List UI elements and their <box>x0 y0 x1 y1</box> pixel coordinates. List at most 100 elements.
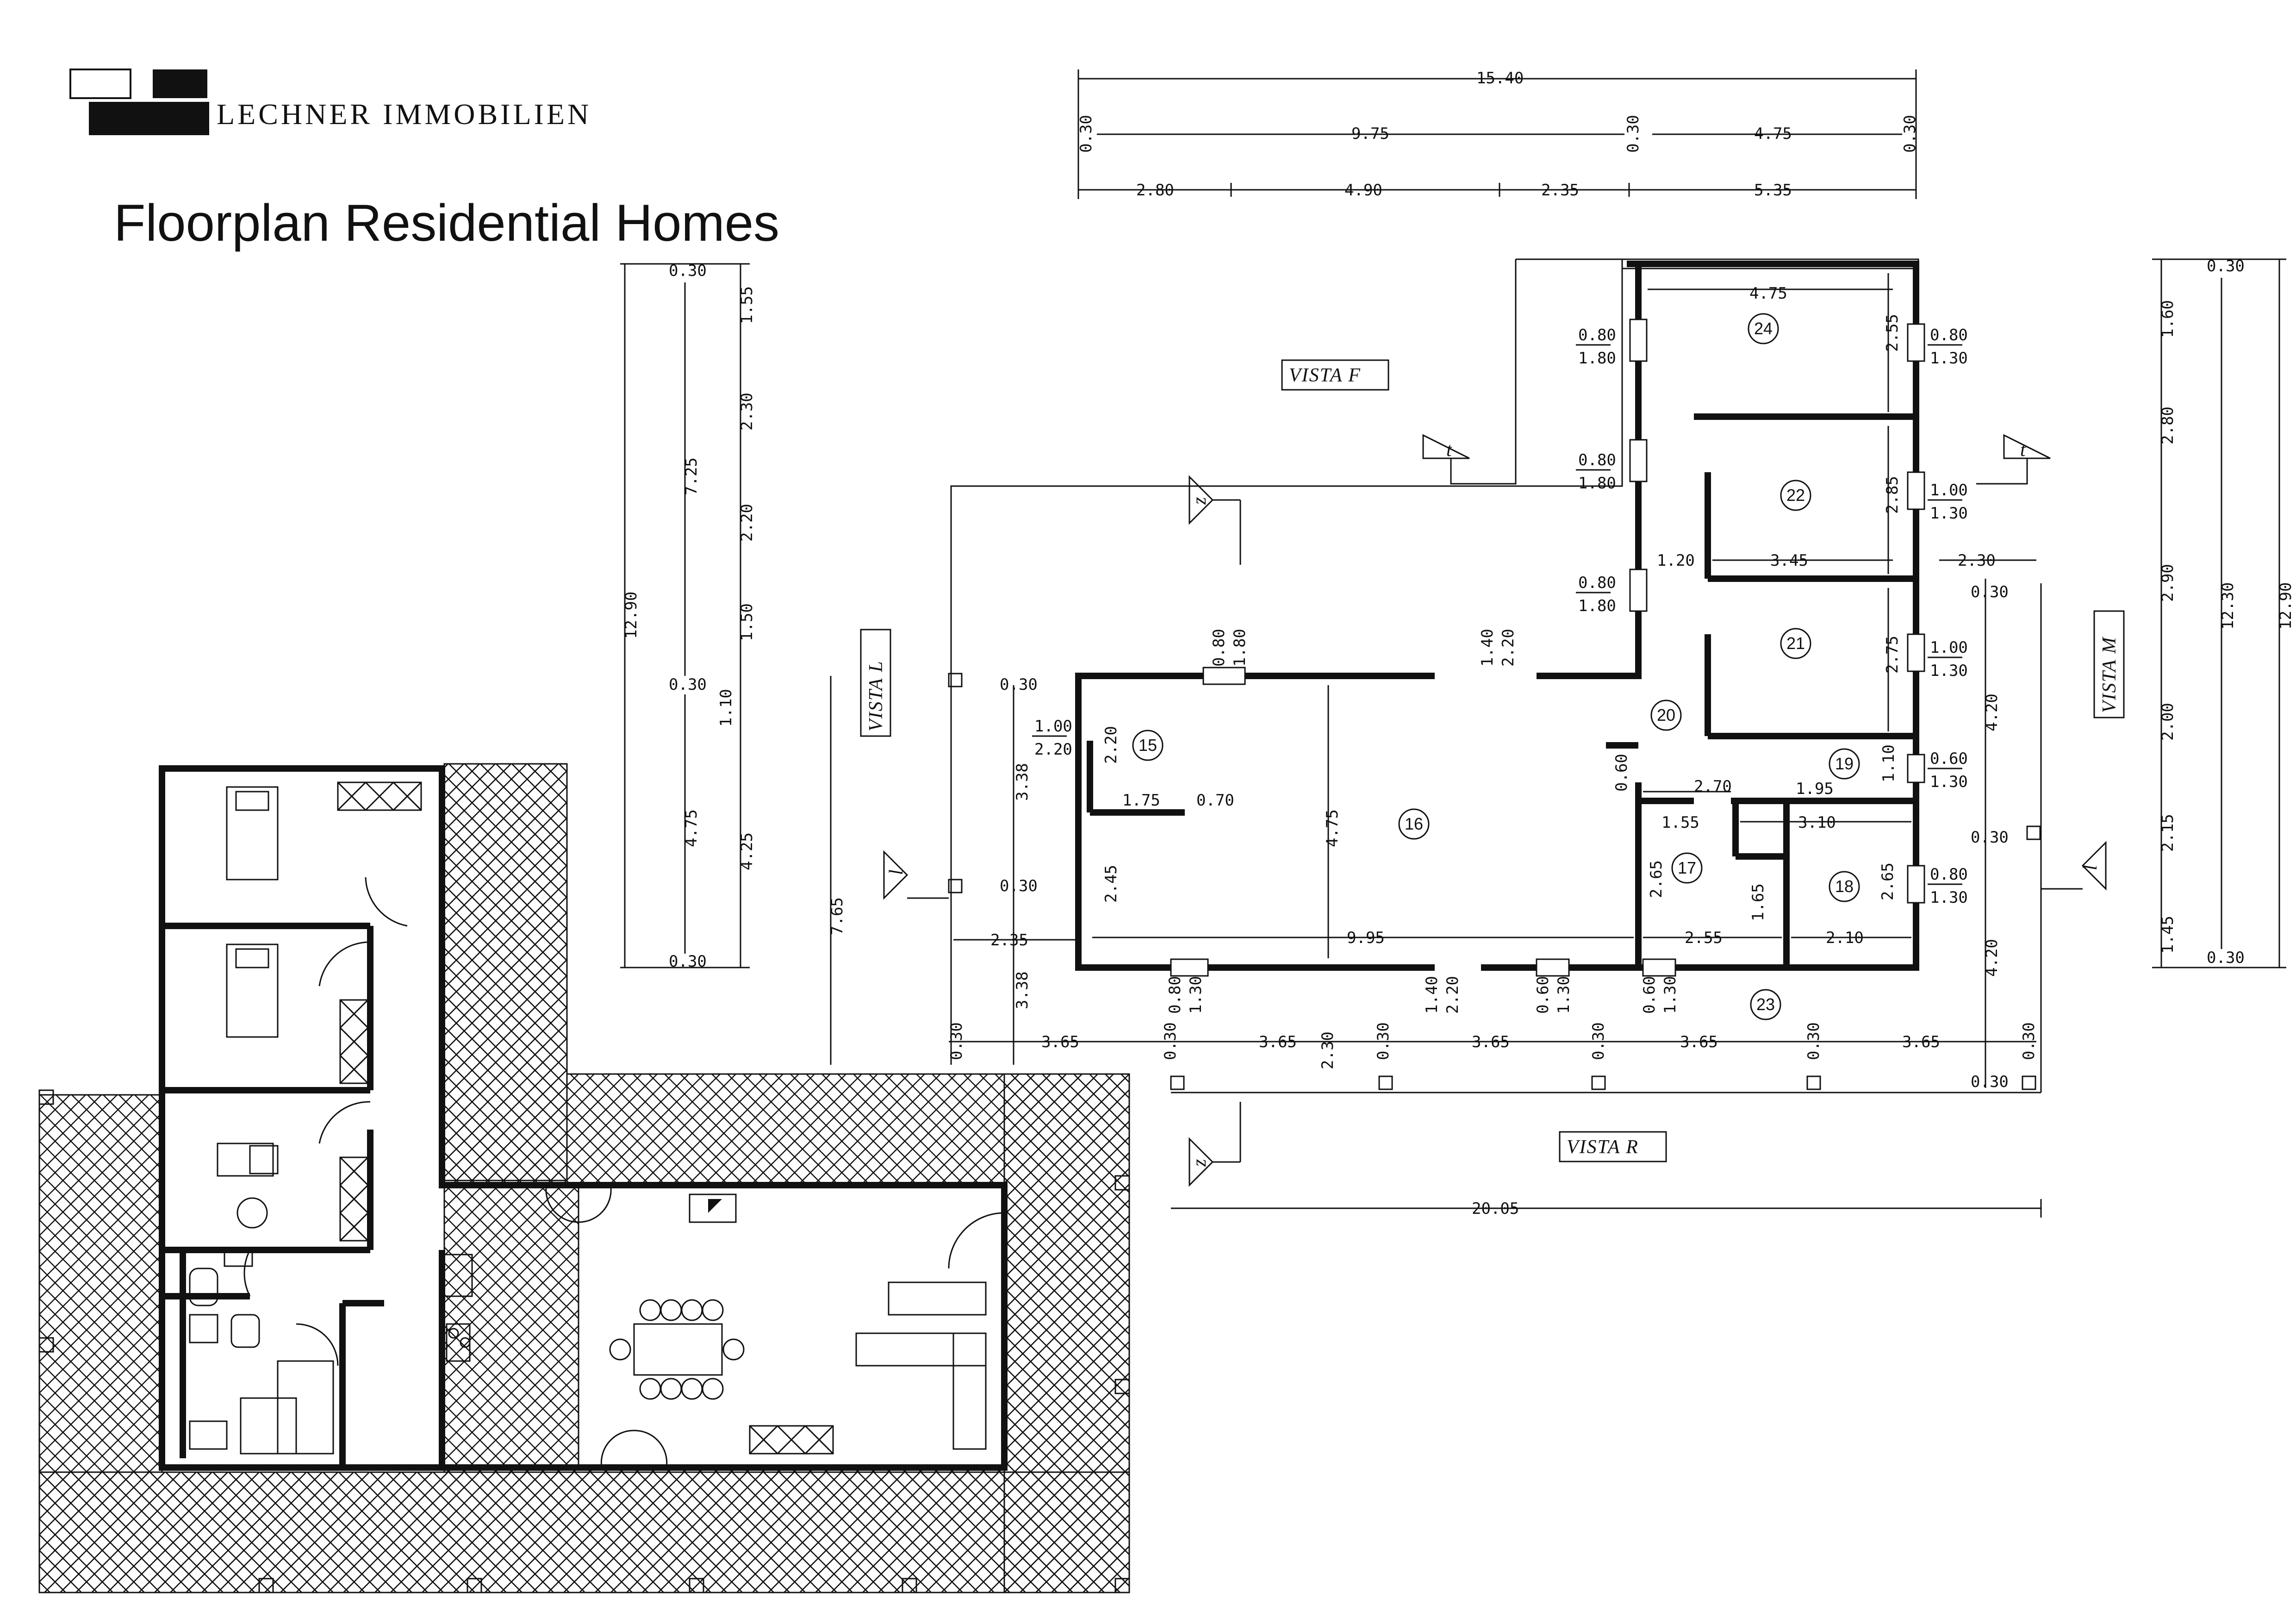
svg-text:4.75: 4.75 <box>1749 284 1787 303</box>
terrace-posts <box>38 1089 1130 1593</box>
svg-text:1.55: 1.55 <box>1661 813 1699 832</box>
svg-text:1.20: 1.20 <box>1657 551 1695 570</box>
svg-text:0.30: 0.30 <box>1971 583 2009 601</box>
svg-text:1.80: 1.80 <box>1578 349 1616 368</box>
svg-text:3.65: 3.65 <box>1041 1033 1079 1051</box>
svg-text:1.10: 1.10 <box>717 689 735 727</box>
vista-m-label: VISTA M <box>2099 637 2120 713</box>
svg-text:0.30: 0.30 <box>1000 877 1038 895</box>
room-17: 17 <box>1678 858 1696 877</box>
svg-text:4.20: 4.20 <box>1983 693 2001 731</box>
svg-text:1.30: 1.30 <box>1661 976 1680 1014</box>
page-title: Floorplan Residential Homes <box>114 194 779 252</box>
svg-text:z: z <box>1189 496 1210 505</box>
living-furniture <box>443 1193 987 1455</box>
opening-labels: 0.80 1.80 0.80 1.80 0.80 1.80 0.80 1.30 1.00… <box>1032 326 1968 1014</box>
svg-text:1.30: 1.30 <box>1930 662 1968 680</box>
svg-text:2.45: 2.45 <box>1102 865 1120 903</box>
svg-text:0.30: 0.30 <box>1901 115 1919 153</box>
bedroom-furniture <box>217 781 422 1242</box>
svg-text:0.30: 0.30 <box>2020 1022 2038 1060</box>
svg-text:3.65: 3.65 <box>1259 1033 1297 1051</box>
svg-text:0.30: 0.30 <box>1000 675 1038 694</box>
door-swings <box>243 877 1005 1468</box>
columns <box>948 583 2042 1093</box>
room-23: 24 <box>1754 319 1773 338</box>
top-dimension-chain: 15.40 9.75 4.75 0.30 0.30 0.30 2.80 4.90… <box>1077 69 1919 200</box>
svg-text:0.30: 0.30 <box>669 262 707 280</box>
svg-text:0.30: 0.30 <box>1161 1022 1180 1060</box>
svg-text:12.90: 12.90 <box>622 592 641 639</box>
svg-text:0.30: 0.30 <box>1589 1022 1608 1060</box>
svg-text:0.60: 0.60 <box>1612 754 1631 792</box>
room-24: 23 <box>1756 995 1775 1014</box>
svg-text:2.20: 2.20 <box>1102 726 1120 764</box>
svg-text:2.70: 2.70 <box>1694 777 1732 796</box>
svg-text:0.80: 0.80 <box>1166 976 1184 1014</box>
svg-text:4.75: 4.75 <box>682 809 701 847</box>
svg-text:3.65: 3.65 <box>1680 1033 1718 1051</box>
svg-text:0.60: 0.60 <box>1640 976 1659 1014</box>
svg-text:1.30: 1.30 <box>1555 976 1573 1014</box>
svg-text:1.60: 1.60 <box>2159 300 2177 338</box>
svg-text:1.40: 1.40 <box>1478 629 1497 667</box>
svg-text:1.10: 1.10 <box>1879 744 1898 782</box>
svg-text:2.30: 2.30 <box>1958 551 1996 570</box>
room-16: 16 <box>1405 814 1423 833</box>
svg-text:1.00: 1.00 <box>1930 481 1968 500</box>
svg-text:0.80: 0.80 <box>1578 574 1616 592</box>
svg-text:0.70: 0.70 <box>1196 791 1234 810</box>
svg-text:9.95: 9.95 <box>1347 929 1385 947</box>
svg-text:2.80: 2.80 <box>1136 181 1174 200</box>
svg-text:1.95: 1.95 <box>1796 780 1834 798</box>
svg-text:0.30: 0.30 <box>1624 115 1643 153</box>
svg-text:t: t <box>2020 439 2027 461</box>
section-markers: t t z z l l <box>883 259 2107 1187</box>
svg-text:4.25: 4.25 <box>738 832 756 870</box>
svg-text:1.65: 1.65 <box>1749 883 1767 921</box>
svg-text:1.45: 1.45 <box>2159 916 2177 954</box>
brand-logo: LECHNER IMMOBILIEN <box>69 69 591 135</box>
room-15: 15 <box>1139 736 1157 755</box>
svg-text:2.35: 2.35 <box>1541 181 1579 200</box>
svg-text:1.80: 1.80 <box>1578 474 1616 493</box>
svg-text:2.90: 2.90 <box>2159 564 2177 602</box>
svg-text:1.30: 1.30 <box>1930 888 1968 907</box>
svg-text:0.30: 0.30 <box>2207 949 2245 967</box>
room-22: 22 <box>1786 486 1805 505</box>
svg-text:4.20: 4.20 <box>1983 939 2001 977</box>
svg-text:4.90: 4.90 <box>1344 181 1382 200</box>
svg-text:2.55: 2.55 <box>1883 314 1902 352</box>
vista-l-label: VISTA L <box>865 660 887 731</box>
svg-text:0.30: 0.30 <box>1971 1073 2009 1091</box>
svg-text:1.00: 1.00 <box>1930 638 1968 657</box>
room-20: 20 <box>1657 706 1675 725</box>
svg-text:2.20: 2.20 <box>1499 629 1518 667</box>
bathroom-fixtures <box>189 1247 334 1455</box>
svg-text:1.55: 1.55 <box>738 286 756 324</box>
room-21: 21 <box>1786 634 1805 653</box>
brand-name: LECHNER IMMOBILIEN <box>217 98 591 131</box>
svg-text:1.80: 1.80 <box>1578 597 1616 615</box>
room-19: 19 <box>1835 754 1854 773</box>
svg-text:0.80: 0.80 <box>1578 451 1616 469</box>
svg-text:0.80: 0.80 <box>1578 326 1616 344</box>
room-18: 18 <box>1835 877 1854 896</box>
svg-text:3.10: 3.10 <box>1798 813 1836 832</box>
svg-text:4.75: 4.75 <box>1754 125 1792 143</box>
upper-floor-plan: 24 22 21 20 19 18 17 16 15 23 4.75 2.55 … <box>948 258 2042 1093</box>
svg-text:z: z <box>1189 1158 1210 1167</box>
svg-text:2.00: 2.00 <box>2159 703 2177 741</box>
svg-text:2.20: 2.20 <box>738 504 756 542</box>
svg-text:1.50: 1.50 <box>738 603 756 641</box>
svg-text:20.05: 20.05 <box>1472 1199 1519 1218</box>
svg-text:3.65: 3.65 <box>1902 1033 1940 1051</box>
svg-text:0.80: 0.80 <box>1930 865 1968 884</box>
svg-text:2.10: 2.10 <box>1826 929 1864 947</box>
svg-text:2.55: 2.55 <box>1685 929 1723 947</box>
svg-text:t: t <box>1446 439 1453 461</box>
left-dimension-chain: 12.90 0.30 7.25 0.30 4.75 0.30 1.55 2.30… <box>620 262 846 1065</box>
svg-text:1.40: 1.40 <box>1423 976 1441 1014</box>
svg-text:l: l <box>886 868 907 875</box>
